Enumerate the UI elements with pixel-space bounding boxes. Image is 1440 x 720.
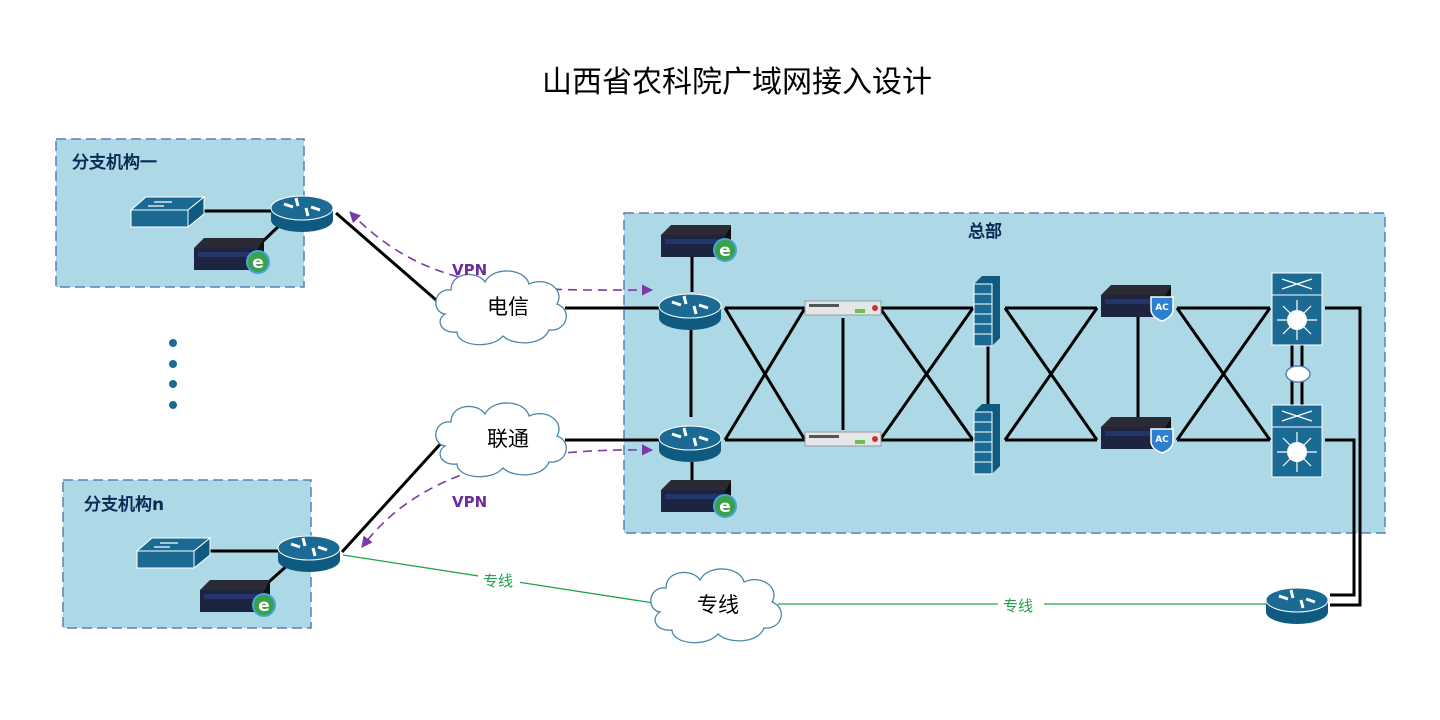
zone-branch-n-label: 分支机构n — [84, 494, 164, 515]
leased-line-label-left: 专线 — [483, 572, 513, 590]
hq-router-telecom-icon — [657, 292, 723, 332]
vpn-tunnels — [349, 211, 654, 548]
hq-core-switch-bottom-icon — [1271, 404, 1323, 478]
zone-headquarters-label: 总部 — [968, 221, 1002, 242]
hq-e-icon-bottom — [713, 494, 737, 518]
leased-line-label-right: 专线 — [1003, 597, 1033, 615]
branch1-router-icon — [269, 194, 335, 234]
link-aggregation-marker — [1285, 365, 1311, 383]
branchn-switch-icon — [136, 537, 211, 569]
cloud-telecom-label: 电信 — [487, 295, 529, 319]
branchn-e-icon — [252, 593, 276, 617]
hq-leased-line-router-icon — [1264, 586, 1330, 626]
hq-e-icon-top — [713, 238, 737, 262]
hq-firewall-bottom-icon — [973, 403, 1001, 475]
hq-router-unicom-icon — [657, 424, 723, 464]
hq-ac-icon-top — [1150, 296, 1174, 322]
zone-branch-1-label: 分支机构一 — [72, 152, 157, 173]
diagram-title: 山西省农科院广域网接入设计 — [542, 65, 932, 100]
branch1-switch-icon — [130, 196, 205, 228]
hq-firewall-top-icon — [973, 275, 1001, 347]
cloud-leased-line-label: 专线 — [697, 593, 739, 617]
vpn-label-unicom: VPN — [452, 493, 487, 511]
branchn-router-icon — [276, 534, 342, 574]
hq-core-switch-top-icon — [1271, 272, 1323, 346]
cloud-unicom-label: 联通 — [487, 427, 529, 451]
zone-headquarters — [623, 212, 1386, 534]
branch1-e-icon — [246, 250, 270, 274]
hq-ac-icon-bottom — [1150, 428, 1174, 454]
hq-appliance-bottom-icon — [804, 431, 882, 447]
hq-appliance-top-icon — [804, 300, 882, 316]
more-branches-dots — [169, 339, 177, 409]
vpn-label-telecom: VPN — [452, 261, 487, 279]
